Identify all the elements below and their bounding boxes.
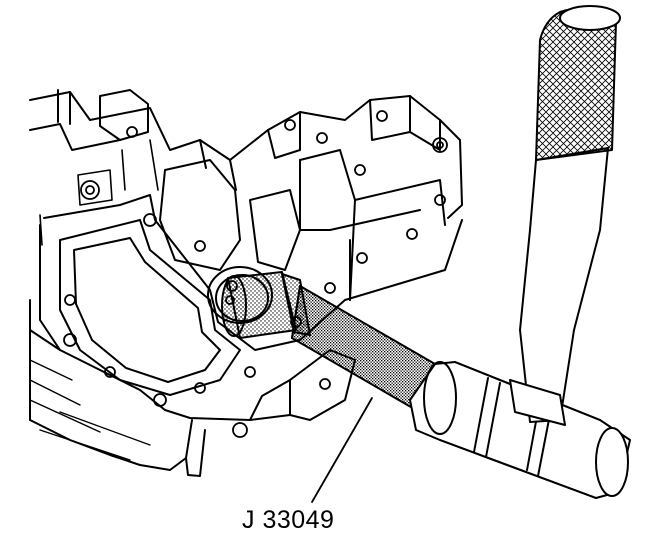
callout-leader-line [311,397,373,503]
hammer [509,5,621,426]
engine-block [29,89,463,477]
tool-number-label: J 33049 [242,506,335,534]
